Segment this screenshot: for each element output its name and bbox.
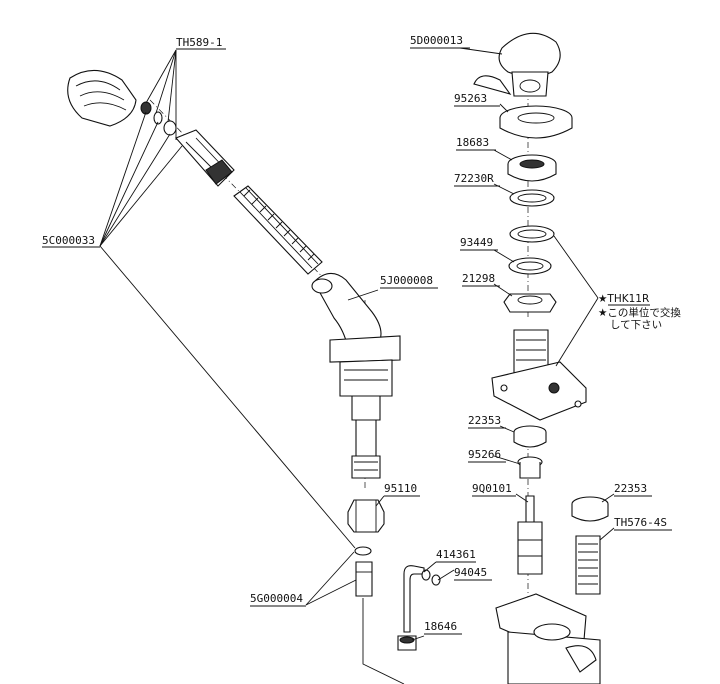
spout-elbow-part[interactable] [311,272,382,349]
label-th576-4s[interactable]: TH576-4S [614,516,667,529]
hose-part[interactable] [233,185,323,275]
label-5g000004[interactable]: 5G000004 [250,592,303,605]
washer-part[interactable] [153,111,177,136]
label-5c000033[interactable]: 5C000033 [42,234,95,247]
nut-18646-part[interactable] [397,635,417,651]
adapter-5g000004-part[interactable] [354,546,373,597]
part-labels: TH589-1 5C000033 5J000008 95110 5G000004… [42,34,681,635]
nut-21298-part[interactable] [503,293,557,313]
label-18646[interactable]: 18646 [424,620,457,633]
nut-95110-part[interactable] [347,499,385,533]
note-replace-unit-2: して下さい [610,319,662,331]
label-95263[interactable]: 95263 [454,92,487,105]
ring-72230r-part[interactable] [509,189,555,207]
label-5j000008[interactable]: 5J000008 [380,274,433,287]
handle-5d000013-part[interactable] [473,32,561,97]
ring-95263-part[interactable] [499,105,573,139]
label-72230r[interactable]: 72230R [454,172,494,185]
nut-18683-part[interactable] [507,154,557,182]
pipe-414361-part[interactable] [403,565,441,633]
label-93449[interactable]: 93449 [460,236,493,249]
faucet-body-part[interactable] [495,593,601,684]
label-5d000013[interactable]: 5D000013 [410,34,463,47]
label-95110[interactable]: 95110 [384,482,417,495]
label-21298[interactable]: 21298 [462,272,495,285]
note-replace-unit: ★この単位で交換 [598,306,681,319]
label-9q0101[interactable]: 9Q0101 [472,482,512,495]
ring-93449-part[interactable] [508,257,552,275]
cartridge-thk11r-part[interactable] [491,329,587,421]
label-thk11r[interactable]: ★THK11R [598,293,649,305]
nut-22353-a-part[interactable] [513,425,547,448]
leader-lines [99,47,615,684]
shower-head-part[interactable] [67,69,152,127]
valve-9q0101-part[interactable] [517,495,543,575]
filter-th576-4s-part[interactable] [575,535,601,595]
label-95266[interactable]: 95266 [468,448,501,461]
label-22353-a[interactable]: 22353 [468,414,501,427]
label-94045[interactable]: 94045 [454,566,487,579]
label-22353-b[interactable]: 22353 [614,482,647,495]
label-18683[interactable]: 18683 [456,136,489,149]
spout-body-part[interactable] [329,335,401,479]
label-th589-1[interactable]: TH589-1 [176,36,222,49]
label-414361[interactable]: 414361 [436,548,476,561]
bushing-95266-part[interactable] [517,456,543,479]
nut-22353-b-part[interactable] [571,496,609,522]
hose-connector-part[interactable] [175,129,235,187]
ring-thk11r-part[interactable] [509,225,555,243]
